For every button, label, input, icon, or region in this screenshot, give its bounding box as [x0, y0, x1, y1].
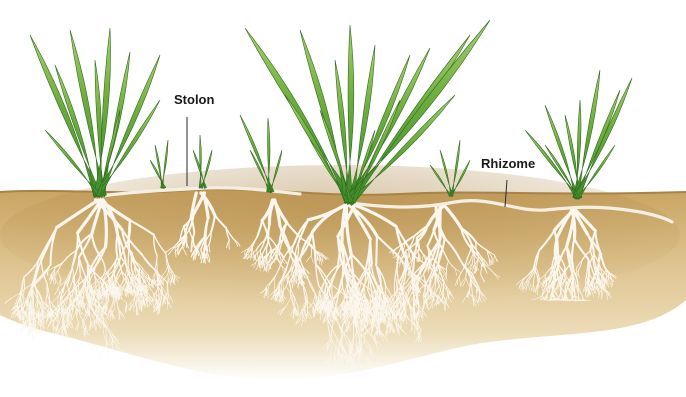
root-branch — [376, 236, 377, 266]
rhizome-label: Rhizome — [481, 156, 535, 171]
root-branch — [100, 345, 106, 357]
stolon-label: Stolon — [174, 92, 214, 107]
grass-tuft — [30, 28, 160, 198]
root-branch — [116, 234, 117, 257]
root-branch — [342, 268, 343, 288]
grass-blade — [93, 28, 110, 196]
grass-blade — [55, 65, 101, 197]
